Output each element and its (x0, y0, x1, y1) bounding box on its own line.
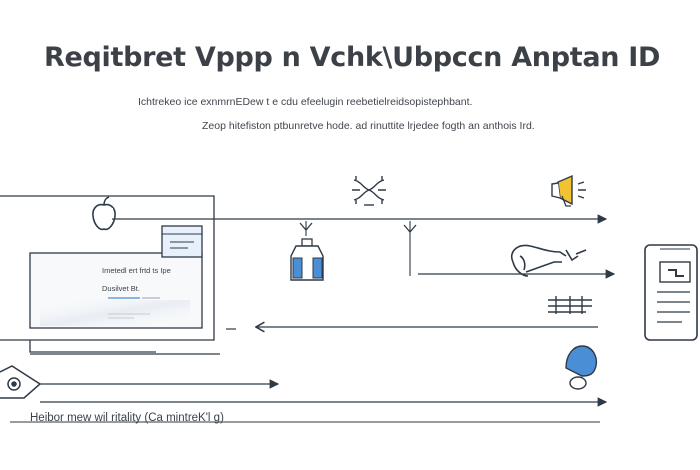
screen-text-line-2: Dusilvet Bt. (102, 284, 140, 293)
megaphone-icon (551, 174, 586, 207)
subtitle-line-1: Ichtrekeo ice exnmrnEDew t e cdu efeelug… (138, 96, 473, 108)
dialog-window (161, 225, 203, 258)
hourglass-icon (352, 176, 386, 206)
hand-device-icon (511, 244, 587, 277)
apple-logo-icon (92, 196, 116, 231)
location-pin-icon (565, 345, 598, 390)
bottle-icon (290, 238, 324, 281)
screen-text-line-1: Imetedl ert frtd ts Ipe (102, 266, 171, 275)
monitor: Imetedl ert frtd ts Ipe Dusilvet Bt. (0, 195, 215, 353)
camera-icon (0, 365, 42, 399)
subtitle-line-2: Zeop hitefiston ptbunretve hode. ad rinu… (202, 120, 535, 132)
caption-text: Heibor mew wil ritality (Ca mintreK'l g) (30, 412, 224, 424)
page-title: Reqitbret Vppp n Vchk\Ubpccn Anptan ID (44, 42, 661, 73)
id-card-icon (644, 244, 698, 341)
barcode-icon (548, 296, 592, 314)
